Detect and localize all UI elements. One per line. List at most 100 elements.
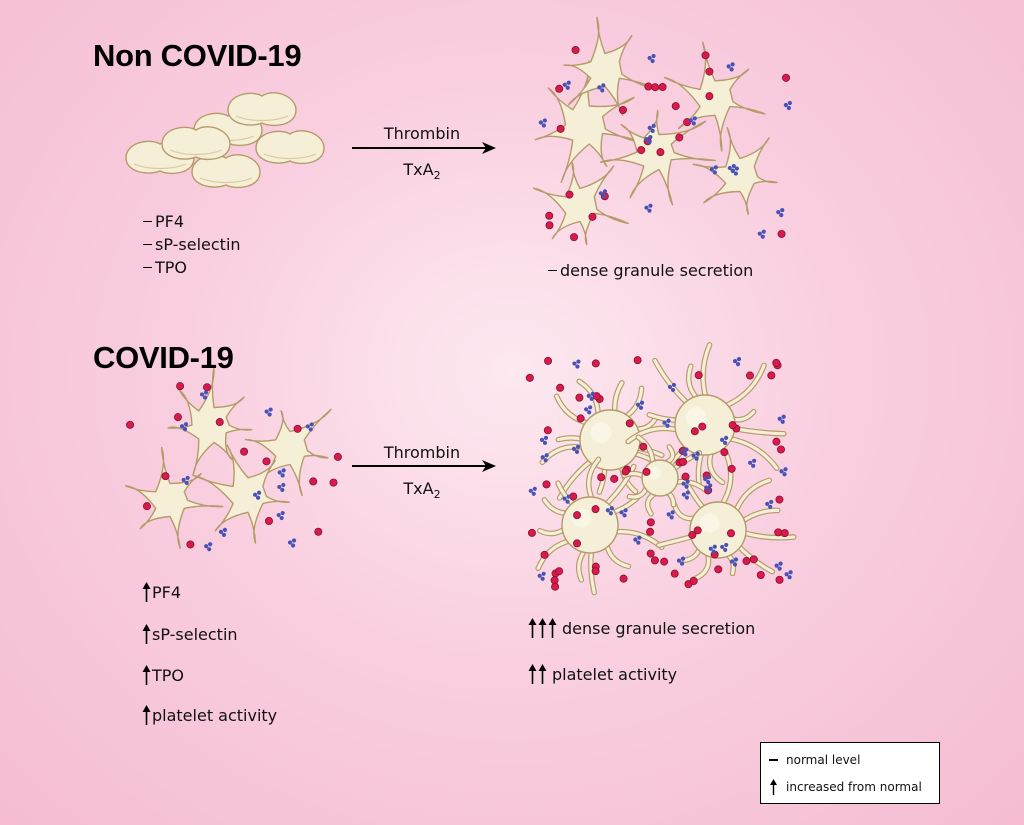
- blue-granule: [605, 508, 610, 513]
- blue-granule: [648, 203, 653, 208]
- blue-granule: [751, 463, 756, 468]
- blue-granule: [291, 538, 297, 543]
- blue-granule: [778, 561, 783, 566]
- blue-granule: [748, 460, 753, 465]
- red-granule: [173, 413, 182, 422]
- marker-row-selectin-normal: sP-selectin: [143, 235, 241, 254]
- increase-arrow-icon: [538, 618, 547, 638]
- result-label: platelet activity: [552, 665, 678, 684]
- blue-granule: [202, 395, 208, 400]
- blue-granule: [644, 205, 649, 210]
- blue-granule: [590, 391, 595, 396]
- blue-granule: [647, 140, 652, 145]
- blue-granule: [305, 424, 310, 429]
- blue-granule: [779, 469, 784, 474]
- blue-granule: [774, 563, 779, 568]
- red-granule: [625, 419, 634, 428]
- activated-platelet: [532, 161, 629, 246]
- blue-granule: [252, 492, 258, 497]
- normal-level-dash: [143, 220, 152, 223]
- normal-level-dash: [143, 243, 152, 246]
- blue-granule: [566, 80, 571, 85]
- red-granule: [576, 414, 585, 423]
- blue-granule: [575, 444, 581, 449]
- blue-granule: [609, 506, 614, 511]
- blue-granule: [208, 542, 213, 547]
- red-granule: [642, 467, 651, 476]
- legend-row-normal: normal level: [769, 753, 860, 767]
- red-granule: [588, 212, 597, 221]
- blue-granule: [562, 496, 567, 501]
- blue-granule: [589, 396, 594, 401]
- blue-granule: [199, 392, 205, 397]
- blue-granule: [540, 576, 545, 581]
- blue-granule: [787, 100, 792, 106]
- blue-granule: [204, 544, 209, 549]
- red-granule: [670, 569, 679, 578]
- blue-granule: [532, 486, 537, 491]
- red-granule: [767, 371, 776, 380]
- blue-granule: [647, 55, 652, 61]
- blue-granule: [667, 384, 673, 390]
- red-granule: [591, 567, 600, 576]
- red-granule: [543, 426, 552, 435]
- increase-arrow-icon: [769, 779, 778, 795]
- red-granule: [698, 422, 707, 431]
- blue-granule: [694, 456, 699, 461]
- red-granule: [728, 421, 737, 430]
- red-granule: [775, 495, 784, 504]
- red-granule: [646, 549, 655, 558]
- increase-arrow-icon: [538, 664, 547, 684]
- blue-granule: [255, 495, 261, 500]
- blue-granule: [735, 362, 741, 367]
- blue-granule: [670, 510, 675, 515]
- marker-row-selectin-increased: sP-selectin: [142, 624, 238, 644]
- normal-level-dash: [548, 269, 557, 272]
- blue-granule: [207, 547, 212, 552]
- red-granule: [573, 511, 582, 520]
- blue-granule: [531, 491, 536, 496]
- red-granule: [777, 229, 786, 238]
- red-granule: [776, 445, 785, 454]
- marker-label: sP-selectin: [155, 235, 241, 254]
- red-granule: [772, 437, 781, 446]
- red-granule: [644, 82, 653, 91]
- red-granule: [705, 67, 714, 76]
- red-granule: [186, 540, 195, 549]
- blue-granule: [601, 194, 607, 199]
- blue-granule: [542, 118, 547, 123]
- arrow-label-txa2-bottom: TxA2: [362, 479, 482, 501]
- blue-granule: [586, 393, 591, 398]
- blue-granule: [783, 467, 788, 472]
- increase-arrow-icon: [548, 618, 557, 638]
- marker-label: PF4: [155, 212, 185, 231]
- blue-granule: [781, 414, 786, 419]
- blue-granule: [279, 515, 284, 521]
- red-granule: [556, 124, 565, 133]
- blue-granule: [729, 67, 734, 72]
- increase-arrow-icon: [142, 665, 151, 685]
- red-granule: [610, 474, 619, 483]
- txa-subscript: 2: [433, 488, 441, 502]
- blue-granule: [711, 549, 716, 554]
- red-granule: [542, 480, 551, 489]
- blue-granule: [650, 128, 655, 133]
- blue-granule: [565, 85, 570, 90]
- blue-granule: [636, 540, 641, 545]
- red-granule: [527, 528, 536, 537]
- normal-level-dash: [769, 759, 778, 761]
- increase-arrow-icon: [142, 705, 151, 725]
- red-granule: [575, 393, 584, 402]
- resting-platelet: [227, 92, 297, 127]
- blue-granule: [647, 208, 652, 213]
- blue-granule: [222, 527, 228, 533]
- blue-granule: [644, 137, 649, 142]
- blue-granule: [598, 191, 604, 196]
- blue-granule: [765, 501, 770, 507]
- blue-granule: [277, 470, 282, 475]
- blue-granule: [684, 484, 689, 489]
- blue-granule: [723, 435, 729, 440]
- blue-granule: [541, 123, 546, 128]
- blue-granule: [780, 207, 785, 213]
